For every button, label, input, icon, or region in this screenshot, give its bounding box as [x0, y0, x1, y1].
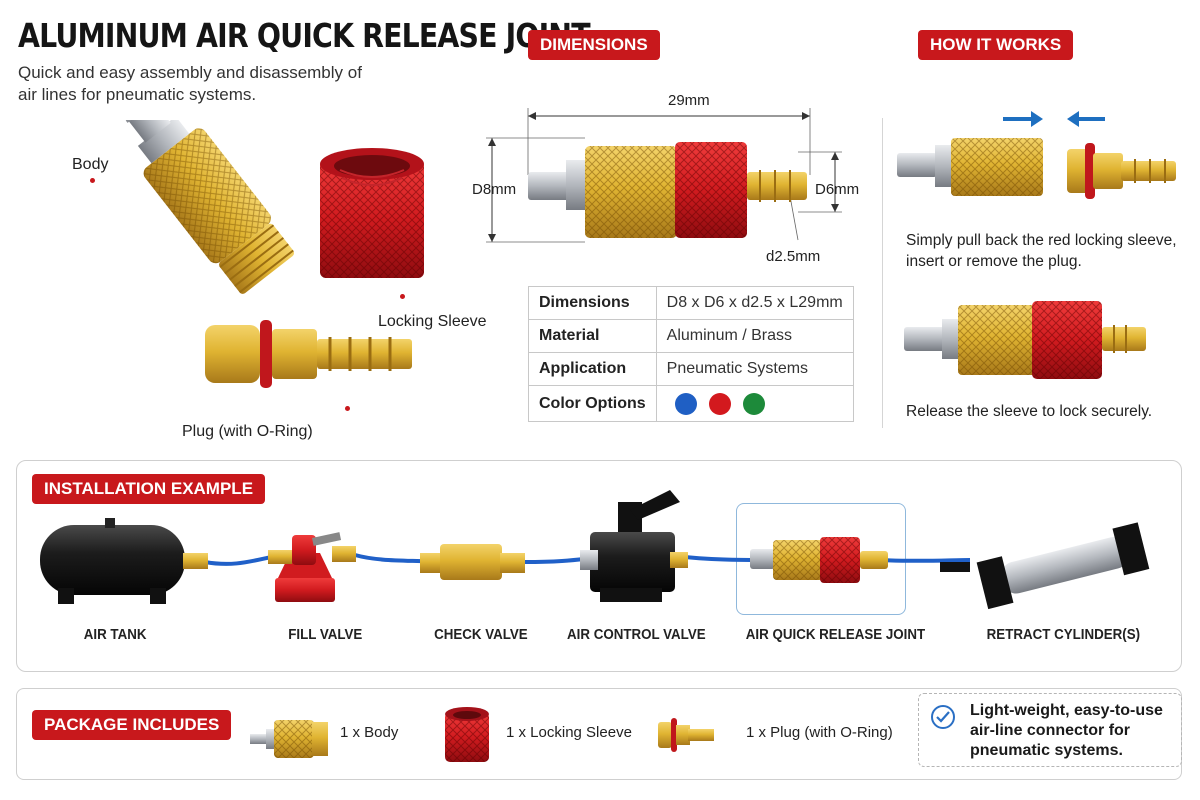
locking-sleeve-label: Locking Sleeve [378, 313, 487, 330]
plug-pointer-dot [345, 406, 350, 411]
package-item-plug: 1 x Plug (with O-Ring) [746, 724, 893, 741]
body-label: Body [72, 156, 109, 173]
table-row: Color Options [528, 385, 854, 422]
package-items-illustration [250, 707, 714, 762]
spec-key: Application [528, 352, 657, 386]
note-box [918, 693, 1182, 767]
install-label-retract-cylinder: RETRACT CYLINDER(S) [986, 627, 1141, 643]
sleeve-pointer-dot [400, 294, 405, 299]
how-step1-text: Simply pull back the red locking sleeve,… [906, 232, 1177, 270]
how-it-works-tag: HOW IT WORKS [918, 30, 1074, 60]
color-options [655, 385, 854, 422]
spec-value: Aluminum / Brass [655, 319, 854, 353]
body-pointer-dot [90, 178, 95, 183]
note-text: Light-weight, easy-to-use air-line conne… [970, 702, 1163, 759]
how-step2-text: Release the sleeve to lock securely. [906, 403, 1153, 420]
spec-key: Color Options [528, 385, 657, 422]
page-subtitle: Quick and easy assembly and disassembly … [18, 63, 362, 104]
check-circle-icon [931, 705, 955, 729]
parts-illustration [108, 120, 424, 388]
color-option-green [742, 392, 765, 415]
color-option-blue [674, 392, 697, 415]
install-label-quick-release-joint: AIR QUICK RELEASE JOINT [745, 627, 926, 643]
how-step1-illustration [897, 111, 1176, 199]
air-tank-shape [40, 525, 185, 595]
outer-diameter-dimension: D8mm [472, 181, 517, 198]
install-label-fill-valve: FILL VALVE [288, 627, 363, 643]
spec-key: Material [528, 319, 657, 353]
length-dimension: 29mm [668, 92, 710, 109]
how-step2-illustration [904, 301, 1146, 379]
page-title: ALUMINUM AIR QUICK RELEASE JOINT [18, 16, 591, 55]
color-option-red [708, 392, 731, 415]
package-item-body: 1 x Body [340, 724, 399, 741]
package-tag: PACKAGE INCLUDES [32, 710, 232, 740]
section-divider [882, 118, 883, 428]
install-label-air-tank: AIR TANK [83, 627, 147, 643]
inner-diameter-dimension: D6mm [815, 181, 860, 198]
install-label-air-control-valve: AIR CONTROL VALVE [567, 627, 706, 643]
installation-diagram [40, 490, 1150, 610]
plug-label: Plug (with O-Ring) [182, 423, 313, 440]
install-label-check-valve: CHECK VALVE [434, 627, 528, 643]
installation-tag: INSTALLATION EXAMPLE [32, 474, 266, 504]
dimension-drawing [486, 108, 842, 243]
package-item-locking-sleeve: 1 x Locking Sleeve [506, 724, 632, 741]
spec-value: D8 x D6 x d2.5 x L29mm [655, 286, 854, 320]
dimensions-tag: DIMENSIONS [528, 30, 660, 60]
bore-dimension: d2.5mm [766, 248, 821, 265]
spec-key: Dimensions [528, 286, 657, 320]
spec-value: Pneumatic Systems [655, 352, 854, 386]
